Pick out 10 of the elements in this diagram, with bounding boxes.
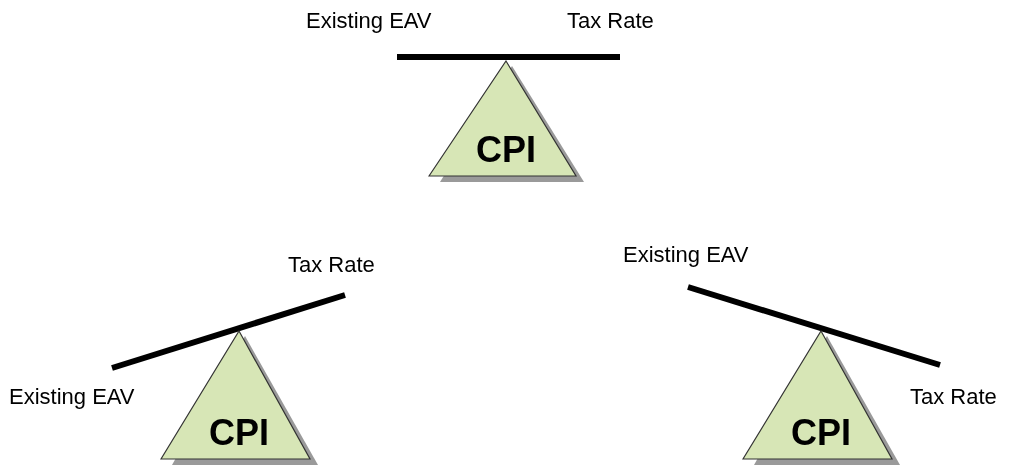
triangle-label: CPI xyxy=(790,415,852,451)
triangle-label: CPI xyxy=(208,415,270,451)
beam-end-label: Existing EAV xyxy=(623,244,749,266)
beam-end-label: Tax Rate xyxy=(288,254,375,276)
beam-end-label: Tax Rate xyxy=(910,386,997,408)
triangle-label: CPI xyxy=(475,132,537,168)
beam-end-label: Tax Rate xyxy=(567,10,654,32)
fulcrum-triangle xyxy=(428,60,584,182)
fulcrum-triangle xyxy=(160,330,318,465)
fulcrum-triangle xyxy=(742,330,900,465)
